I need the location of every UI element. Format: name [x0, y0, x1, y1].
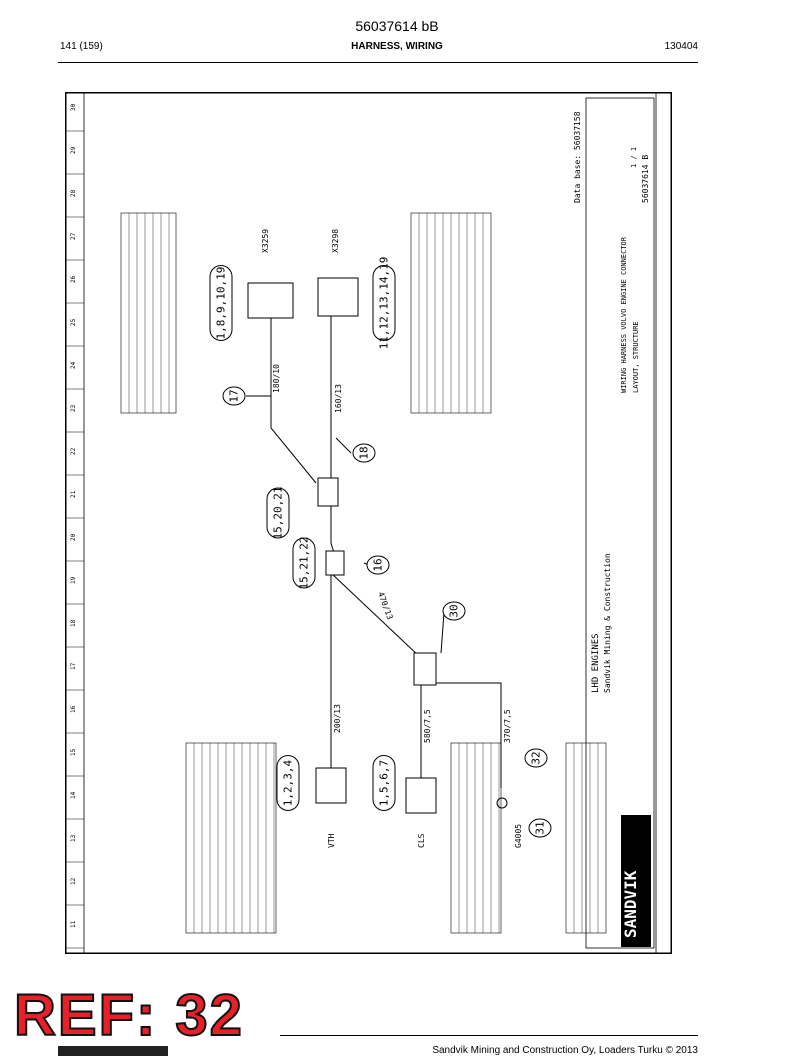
frame [65, 92, 672, 954]
wire-label-470: 470/13 [376, 591, 394, 621]
connector-cls [405, 777, 437, 814]
callout-text: 1,5,6,7 [378, 760, 391, 806]
wire-label-180-10: 180/10 [272, 364, 281, 393]
drawing-subdesc: LAYOUT, STRUCTURE [632, 321, 640, 393]
grid-number: 19 [70, 576, 77, 584]
grid-number: 22 [70, 447, 77, 455]
wire-label-370: 370/7,5 [503, 709, 512, 743]
grid-number: 25 [70, 318, 77, 326]
callout-text: 32 [530, 751, 543, 764]
callout-c_top: 1,8,9,10,19 [209, 265, 233, 341]
table-grid-lines [128, 213, 599, 933]
label-g4005: G4005 [514, 824, 523, 848]
drawing-number: 56037614 B [641, 155, 650, 203]
wire-label-160-13: 160/13 [334, 384, 343, 413]
wire-top-branch [270, 303, 317, 484]
callout-text: 31 [534, 821, 547, 834]
callout-text: 1,8,9,10,19 [215, 267, 228, 340]
company-name: LHD ENGINES [591, 633, 601, 693]
grid-number: 15 [70, 748, 77, 756]
callout-c1234: 1,2,3,4 [276, 755, 300, 811]
grid-number: 30 [70, 103, 77, 111]
header-rule [58, 62, 698, 63]
callout-text: 15,20,21 [272, 487, 285, 540]
ring-terminal-g4005 [496, 797, 508, 809]
label-vth: VTH [327, 833, 336, 848]
label-x3259: X3259 [261, 229, 270, 253]
grid-number: 20 [70, 533, 77, 541]
callout-text: 16 [372, 558, 385, 571]
grid-number: 12 [70, 877, 77, 885]
callout-bubbles: 1,8,9,10,19 11,12,13,14,19 17 18 15,20,21 15,… [209, 257, 552, 838]
callout-text: 1,2,3,4 [282, 759, 295, 806]
callout-c15a: 15,20,21 [266, 487, 290, 540]
table-cls [450, 742, 502, 934]
table-vth [185, 742, 277, 934]
grid-number: 23 [70, 404, 77, 412]
wires [246, 303, 502, 788]
leader-30 [440, 612, 445, 654]
callout-text: 15,21,22 [298, 537, 311, 590]
table-x3259 [120, 212, 177, 414]
callout-c_bot: 11,12,13,14,19 [372, 257, 396, 350]
grid-number: 14 [70, 791, 77, 799]
grid-numbers: 11 12 13 14 15 16 17 18 19 20 21 22 23 24 25 26 27 28 29 30 [66, 103, 84, 949]
callout-c32: 32 [524, 748, 548, 768]
label-x3298: X3298 [331, 229, 340, 253]
connector-x3298 [317, 277, 359, 317]
footer-copyright: Sandvik Mining and Construction Oy, Load… [432, 1045, 698, 1056]
page-number: 141 (159) [60, 41, 103, 52]
grid-number: 11 [70, 920, 77, 928]
grid-number: 16 [70, 705, 77, 713]
callout-c15b: 15,21,22 [292, 537, 316, 590]
grid-number: 13 [70, 834, 77, 842]
title-block [585, 97, 655, 949]
grid-number: 29 [70, 146, 77, 154]
callout-c567: 1,5,6,7 [372, 755, 396, 811]
footer-rule [280, 1035, 698, 1036]
wire-470 [330, 572, 422, 659]
connector-vth [315, 767, 347, 804]
callout-c16: 16 [366, 555, 390, 575]
grid-number: 24 [70, 361, 77, 369]
drawing-desc: WIRING HARNESS VOLVO ENGINE CONNECTOR [620, 236, 628, 393]
callout-text: 11,12,13,14,19 [378, 257, 391, 350]
leader-18 [335, 437, 352, 454]
company-division: Sandvik Mining & Construction [603, 553, 612, 693]
callout-text: 18 [358, 446, 371, 459]
connector-x3259 [247, 282, 294, 319]
wire-label-580: 580/7,5 [423, 709, 432, 743]
grid-number: 26 [70, 275, 77, 283]
label-cls: CLS [417, 833, 426, 848]
wire-label-200-13: 200/13 [333, 704, 342, 733]
callout-text: 30 [448, 604, 461, 617]
callout-c31: 31 [528, 818, 552, 838]
page-title: 56037614 bB [355, 18, 439, 34]
grid-number: 21 [70, 490, 77, 498]
brand-logo: SANDVIK [621, 870, 640, 938]
data-base-ref: Data base: 56037158 [573, 111, 582, 203]
wiring-drawing: 11 12 13 14 15 16 17 18 19 20 21 22 23 24 25 26 27 28 29 30 [65, 92, 672, 954]
grid-number: 17 [70, 662, 77, 670]
callout-text: 17 [228, 389, 241, 402]
callout-c18: 18 [352, 443, 376, 463]
splice-bottom [413, 652, 437, 686]
section-title: HARNESS, WIRING [351, 41, 443, 52]
callout-c17: 17 [222, 386, 246, 406]
splice-top [317, 477, 339, 507]
grid-number: 18 [70, 619, 77, 627]
drawing-svg: 11 12 13 14 15 16 17 18 19 20 21 22 23 24 25 26 27 28 29 30 [65, 92, 672, 954]
footer-logo [58, 1046, 168, 1056]
callout-c30: 30 [442, 601, 466, 621]
sheet-number: 1 / 1 [630, 147, 638, 168]
grid-number: 28 [70, 189, 77, 197]
doc-code: 130404 [664, 41, 698, 52]
reference-stamp: REF: 32 [13, 983, 244, 1048]
brand-box [621, 815, 651, 947]
splice-mid [325, 550, 345, 576]
grid-number: 27 [70, 232, 77, 240]
wire-g4005 [421, 682, 502, 788]
